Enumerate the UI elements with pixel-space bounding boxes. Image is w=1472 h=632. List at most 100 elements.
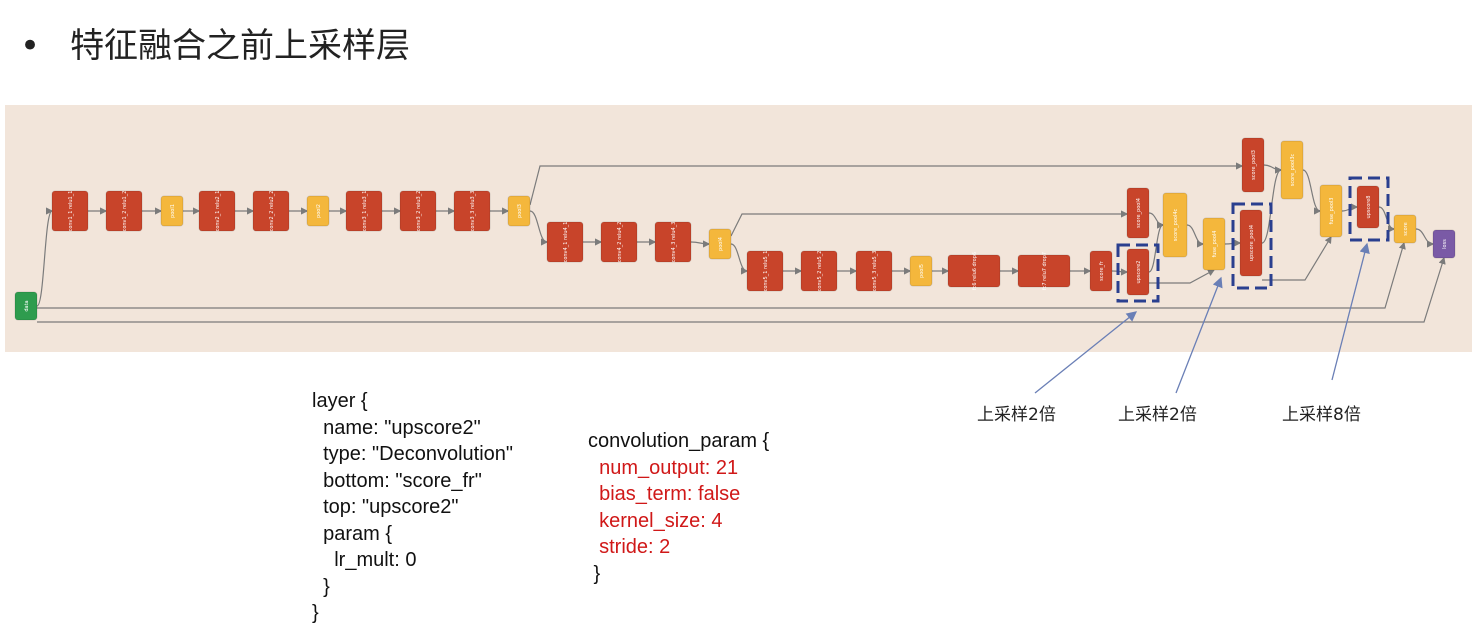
node-label-upscore8: upscore8 <box>1366 196 1372 219</box>
highlight-box-upscore8 <box>1348 176 1390 242</box>
node-label-score_pool3c: score_pool3c <box>1290 153 1296 186</box>
node-box-pool2 <box>306 195 330 227</box>
node-label-conv4a: conv4_1 relu4_1 <box>563 222 569 263</box>
node-label-conv1b: conv1_2 relu1_2 <box>122 191 128 232</box>
node-box-conv3b <box>399 190 437 232</box>
node-label-conv3a: conv3_1 relu3_1 <box>362 191 368 232</box>
node-label-conv2b: conv2_2 relu2_2 <box>269 191 275 232</box>
slide-title: • 特征融合之前上采样层 <box>20 18 410 67</box>
node-label-pool1: pool1 <box>170 204 176 218</box>
node-label-conv1: conv1_1 relu1_1 <box>68 191 74 232</box>
highlight-layer <box>1116 176 1390 303</box>
node-box-fuse_pool3 <box>1319 184 1343 238</box>
node-box-score_fr <box>1089 250 1113 292</box>
node-label-fuse_pool4: fuse_pool4 <box>1212 231 1218 258</box>
edge-score_pool4c-to-fuse_pool4 <box>1186 224 1205 248</box>
node-box-fc7 <box>1017 254 1071 288</box>
node-conv4a: conv4_1 relu4_1 <box>546 221 584 263</box>
node-box-fc6 <box>947 254 1001 288</box>
node-fc6: fc6 relu6 drop6 <box>947 252 1001 290</box>
annotation-arrow-upscore2 <box>1034 311 1138 394</box>
edge-pool4-to-conv5a <box>730 243 749 275</box>
code-line: top: "upscore2" <box>312 496 459 518</box>
code-line: type: "Deconvolution" <box>312 443 513 465</box>
node-box-loss <box>1432 229 1456 259</box>
node-label-loss: loss <box>1442 239 1448 249</box>
node-label-pool4: pool4 <box>718 237 724 251</box>
code-line: convolution_param { <box>588 430 770 452</box>
node-fuse_pool3: fuse_pool3 <box>1319 184 1343 238</box>
annotation-upscore2: 上采样2倍 <box>977 405 1056 425</box>
node-box-conv4b <box>600 221 638 263</box>
node-score_pool4c: score_pool4c <box>1162 192 1188 258</box>
node-label-fc7: fc7 relu7 drop7 <box>1042 252 1048 290</box>
title-text: 特征融合之前上采样层 <box>70 26 411 66</box>
node-box-conv2b <box>252 190 290 232</box>
node-conv5c: conv5_3 relu5_3 <box>855 250 893 292</box>
node-box-conv4c <box>654 221 692 263</box>
node-box-pool3 <box>507 195 531 227</box>
highlight-box-upscore_pool4 <box>1231 202 1273 290</box>
node-label-score_pool3: score_pool3 <box>1251 150 1257 180</box>
node-score_pool4: score_pool4 <box>1126 187 1150 239</box>
node-layer: data conv1_1 relu1_1 conv1_2 relu1_2 pool1 c… <box>14 137 1456 321</box>
node-label-conv4c: conv4_3 relu4_3 <box>671 222 677 263</box>
annotation-arrow-fuse_pool4 <box>1175 276 1223 394</box>
code-line: layer { <box>312 390 368 412</box>
edge-data-to-conv1 <box>36 207 54 307</box>
node-upscore_pool4: upscore_pool4 <box>1239 209 1263 277</box>
annotation-arrow-upscore8 <box>1331 242 1370 381</box>
node-label-conv3b: conv3_2 relu3_2 <box>416 191 422 232</box>
node-label-score_fr: score_fr <box>1099 260 1105 281</box>
edge-upscore2-to-fuse_pool4 <box>1149 269 1216 284</box>
node-upscore2: upscore2 <box>1126 248 1150 296</box>
node-box-pool4 <box>708 228 732 260</box>
node-label-conv4b: conv4_2 relu4_2 <box>617 222 623 263</box>
node-box-pool5 <box>909 255 933 287</box>
code-line: stride: 2 <box>588 536 671 558</box>
node-conv4c: conv4_3 relu4_3 <box>654 221 692 263</box>
node-box-conv1 <box>51 190 89 232</box>
node-conv5b: conv5_2 relu5_2 <box>800 250 838 292</box>
node-label-fc6: fc6 relu6 drop6 <box>972 252 978 290</box>
node-box-conv3c <box>453 190 491 232</box>
code-line: } <box>588 562 601 585</box>
node-pool4: pool4 <box>708 228 732 260</box>
node-box-score_pool3c <box>1280 140 1304 200</box>
node-conv5a: conv5_1 relu5_1 <box>746 250 784 292</box>
node-upscore8: upscore8 <box>1356 185 1380 229</box>
code-line: lr_mult: 0 <box>312 549 417 571</box>
code-line: name: "upscore2" <box>312 416 481 439</box>
code-block-layer: layer { name: "upscore2" type: "Deconvol… <box>312 388 513 627</box>
node-label-pool5: pool5 <box>919 264 925 278</box>
node-fc7: fc7 relu7 drop7 <box>1017 252 1071 290</box>
node-label-conv5b: conv5_2 relu5_2 <box>817 251 823 292</box>
node-label-data: data <box>24 300 30 311</box>
edge-score-to-loss <box>1415 228 1435 248</box>
node-label-score_pool4c: score_pool4c <box>1173 208 1179 241</box>
code-line: param { <box>312 522 393 545</box>
edge-layer <box>36 162 1446 323</box>
node-label-conv2a: conv2_1 relu2_1 <box>215 191 221 232</box>
edge-score_pool3c-to-fuse_pool3 <box>1302 169 1322 215</box>
node-score: score <box>1393 214 1417 244</box>
node-box-score_pool3 <box>1241 137 1265 193</box>
node-conv2b: conv2_2 relu2_2 <box>252 190 290 232</box>
node-box-pool1 <box>160 195 184 227</box>
node-label-fuse_pool3: fuse_pool3 <box>1329 198 1335 225</box>
node-conv3b: conv3_2 relu3_2 <box>399 190 437 232</box>
node-box-conv5b <box>800 250 838 292</box>
node-pool1: pool1 <box>160 195 184 227</box>
node-fuse_pool4: fuse_pool4 <box>1202 217 1226 271</box>
edge-upscore2-to-score_pool4c <box>1148 221 1165 273</box>
node-conv1: conv1_1 relu1_1 <box>51 190 89 232</box>
node-box-conv2a <box>198 190 236 232</box>
node-label-conv5c: conv5_3 relu5_3 <box>872 251 878 292</box>
edge-upscore_pool4-to-fuse_pool3 <box>1262 235 1332 281</box>
code-line: } <box>312 602 319 624</box>
node-data: data <box>14 291 38 321</box>
code-line: bias_term: false <box>588 483 741 505</box>
node-label-score: score <box>1403 222 1409 235</box>
bullet-point: • <box>20 26 41 66</box>
